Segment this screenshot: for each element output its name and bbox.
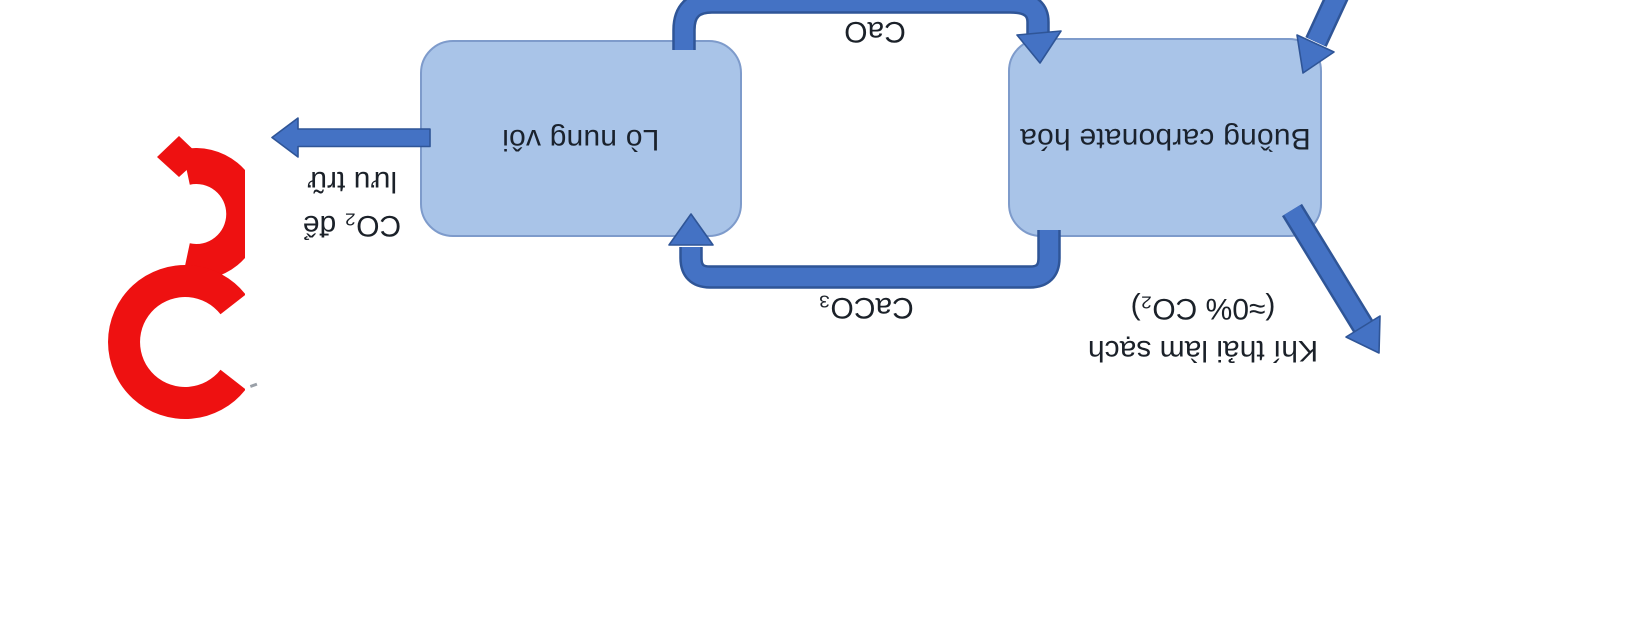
red-logo-small-arc (182, 148, 245, 280)
red-logo-fragment-icon (108, 136, 245, 419)
co2-storage-label: CO₂ để lưu trữ (303, 159, 401, 247)
clean-flue-gas-label-line1: Khí thải làm sạch (1087, 334, 1319, 367)
box-lime-kiln: Lò nung vôi (420, 40, 742, 237)
cao-loop-arrow (672, 0, 1062, 64)
clean-gas-out-arrow (1281, 203, 1381, 354)
red-logo-diamond (157, 136, 201, 177)
clean-flue-gas-label: Khí thải làm sạch (≈0% CO₂) (1088, 287, 1318, 371)
flue-gas-in-arrowhead (1296, 34, 1335, 74)
co2-storage-label-line1: CO₂ để (302, 209, 402, 242)
caco3-label: CaCO₃ (818, 291, 914, 324)
clean-gas-out-arrowhead (1345, 315, 1381, 354)
flue-gas-in-arrow (1296, 0, 1349, 74)
box-carbonation-chamber: Buồng carbonate hóa (1008, 38, 1322, 237)
red-logo-large-arc (108, 265, 245, 419)
cao-label: CaO (844, 15, 906, 48)
clean-flue-gas-label-line2: (≈0% CO₂) (1130, 292, 1276, 325)
caco3-arrowhead (668, 213, 714, 246)
co2-storage-arrow (271, 117, 431, 158)
co2-storage-label-line2: lưu trữ (306, 165, 398, 198)
cao-arrowhead (1016, 30, 1062, 64)
small-gray-speck (249, 382, 258, 388)
caco3-loop-arrow (668, 213, 1061, 289)
